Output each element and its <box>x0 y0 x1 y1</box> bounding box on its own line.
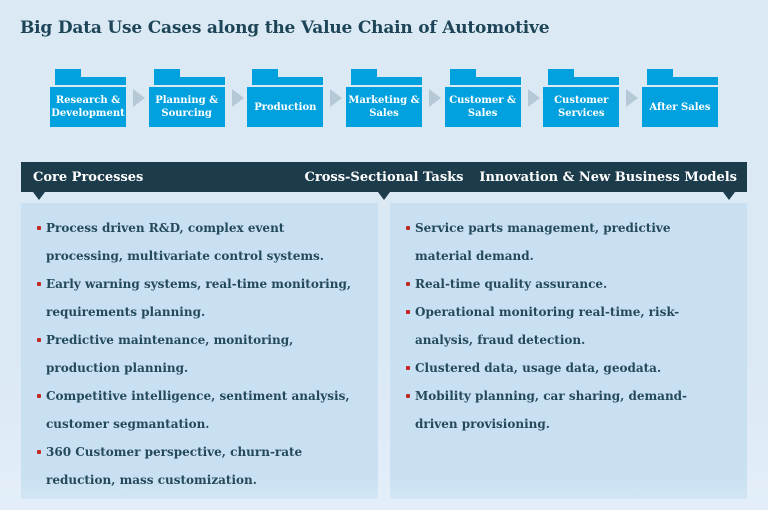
stage-label: Planning & Sourcing <box>148 87 225 127</box>
right-arrow-icon <box>133 89 145 107</box>
pointer-down-icon-center <box>378 192 390 200</box>
core-processes-panel: Process driven R&D, complex event proces… <box>21 203 378 499</box>
bullet-icon <box>406 282 410 286</box>
folder-icon: Production <box>247 69 324 127</box>
stage-label: Marketing & Sales <box>345 87 422 127</box>
folder-strip <box>548 77 620 85</box>
folder-strip <box>449 77 521 85</box>
folder-tab <box>153 69 180 77</box>
right-arrow-icon <box>527 89 540 107</box>
section-label-innovation: Innovation & New Business Models <box>479 169 737 185</box>
list-item: Service parts management, predictive mat… <box>406 214 729 270</box>
stage-label: Research & Development <box>50 87 126 127</box>
folder-icon: Marketing & Sales <box>345 69 422 127</box>
folder-tab <box>252 69 279 77</box>
list-item: Competitive intelligence, sentiment anal… <box>37 382 360 438</box>
stage-label: Customer Services <box>543 87 620 127</box>
list-item: Clustered data, usage data, geodata. <box>406 354 729 382</box>
folder-tab <box>548 69 575 77</box>
folder-tab <box>646 69 673 77</box>
list-item: Real-time quality assurance. <box>406 270 729 298</box>
value-chain-stage: Planning & Sourcing <box>148 69 244 127</box>
bullet-text: Operational monitoring real-time, risk-a… <box>415 305 680 347</box>
value-chain-stage: Marketing & Sales <box>345 69 441 127</box>
bullet-text: Early warning systems, real-time monitor… <box>46 277 352 319</box>
value-chain-stage: Production <box>247 69 343 127</box>
folder-icon: Research & Development <box>50 69 126 127</box>
folder-strip <box>252 77 324 85</box>
bullet-icon <box>406 394 410 398</box>
bullet-icon <box>406 226 410 230</box>
cross-sectional-panel: Service parts management, predictive mat… <box>390 203 747 499</box>
bullet-icon <box>37 338 41 342</box>
folder-tab <box>449 69 476 77</box>
list-item: Operational monitoring real-time, risk-a… <box>406 298 729 354</box>
bullet-text: Process driven R&D, complex event proces… <box>46 221 324 263</box>
value-chain-stage: Research & Development <box>50 69 145 127</box>
folder-strip <box>350 77 422 85</box>
folder-icon: Customer & Sales <box>444 69 521 127</box>
right-arrow-icon <box>330 89 343 107</box>
bullet-icon <box>406 310 410 314</box>
bullet-text: Predictive maintenance, monitoring, prod… <box>46 333 294 375</box>
bullet-text: Mobility planning, car sharing, demand-d… <box>415 389 688 431</box>
folder-strip <box>646 77 718 85</box>
cross-sectional-bullet-list: Service parts management, predictive mat… <box>390 203 747 438</box>
section-bar: Core Processes Cross-Sectional Tasks Inn… <box>21 162 747 200</box>
list-item: 360 Customer perspective, churn-rate red… <box>37 438 360 494</box>
stage-label: Production <box>247 87 324 127</box>
value-chain-stage: Customer & Sales <box>444 69 540 127</box>
value-chain-stage: Customer Services <box>543 69 639 127</box>
bullet-text: 360 Customer perspective, churn-rate red… <box>46 445 303 487</box>
bullet-icon <box>37 450 41 454</box>
folder-tab <box>350 69 377 77</box>
core-processes-bullet-list: Process driven R&D, complex event proces… <box>21 203 378 494</box>
folder-icon: After Sales <box>641 69 718 127</box>
bullet-text: Clustered data, usage data, geodata. <box>415 361 662 375</box>
folder-tab <box>55 69 81 77</box>
list-item: Mobility planning, car sharing, demand-d… <box>406 382 729 438</box>
list-item: Early warning systems, real-time monitor… <box>37 270 360 326</box>
bullet-icon <box>37 394 41 398</box>
page-title: Big Data Use Cases along the Value Chain… <box>20 18 550 38</box>
bullet-text: Service parts management, predictive mat… <box>415 221 671 263</box>
section-label-cross-sectional-tasks: Cross-Sectional Tasks <box>304 169 464 185</box>
pointer-down-icon-left <box>33 192 45 200</box>
folder-icon: Planning & Sourcing <box>148 69 225 127</box>
value-chain-flow: Research & Development Planning & Sourci… <box>50 69 718 127</box>
right-arrow-icon <box>231 89 244 107</box>
bullet-icon <box>37 282 41 286</box>
folder-strip <box>55 77 126 85</box>
pointer-down-icon-right <box>723 192 735 200</box>
right-arrow-icon <box>428 89 441 107</box>
bullet-text: Real-time quality assurance. <box>415 277 608 291</box>
list-item: Predictive maintenance, monitoring, prod… <box>37 326 360 382</box>
stage-label: Customer & Sales <box>444 87 521 127</box>
section-label-core-processes: Core Processes <box>33 169 144 185</box>
bullet-icon <box>37 226 41 230</box>
bullet-icon <box>406 366 410 370</box>
folder-icon: Customer Services <box>543 69 620 127</box>
stage-label: After Sales <box>641 87 718 127</box>
folder-strip <box>153 77 225 85</box>
value-chain-stage: After Sales <box>641 69 718 127</box>
bullet-text: Competitive intelligence, sentiment anal… <box>46 389 350 431</box>
right-arrow-icon <box>626 89 639 107</box>
list-item: Process driven R&D, complex event proces… <box>37 214 360 270</box>
